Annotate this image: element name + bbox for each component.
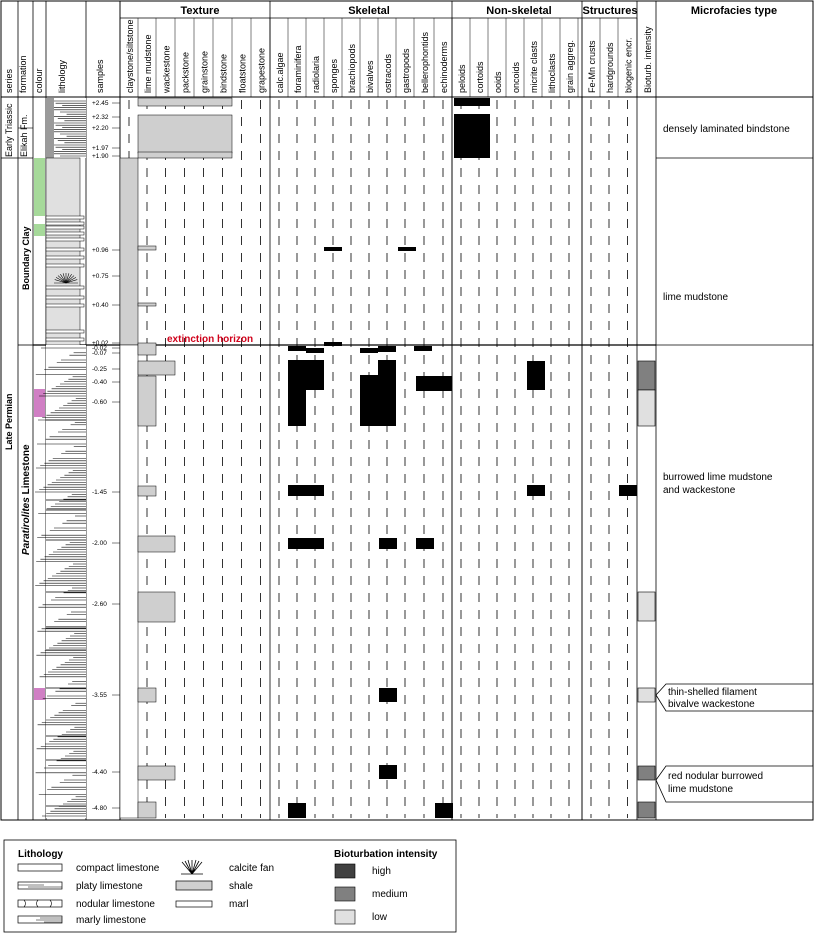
- texture-header-3: packstone: [181, 52, 191, 93]
- skeletal-header-8: bellerophontids: [420, 31, 430, 93]
- structure-header-0: Fe-Mn crusts: [587, 40, 597, 93]
- legend-marly: marly limestone: [76, 915, 146, 926]
- non-skeletal-header-0: peloids: [457, 64, 467, 93]
- header-formation: formation: [18, 55, 28, 93]
- header-series: series: [4, 68, 14, 93]
- texture-header-1: lime mudstone: [143, 34, 153, 93]
- series-late-permian: Late Permian: [4, 393, 14, 450]
- legend-bio-title: Bioturbation intensity: [334, 849, 438, 860]
- sample-label: +0.40: [92, 302, 109, 309]
- legend: Lithology compact limestone platy limest…: [3, 839, 457, 933]
- sample-label: +1.97: [92, 145, 109, 152]
- non-skeletal-header-1: cortoids: [475, 61, 485, 93]
- texture-bars: [119, 97, 233, 819]
- legend-fan: calcite fan: [229, 863, 274, 874]
- sample-label: +0.96: [92, 247, 109, 254]
- sample-label: -0.25: [92, 366, 107, 373]
- sample-label: +2.20: [92, 125, 109, 132]
- legend-bio-high: high: [372, 866, 391, 877]
- sample-label: -2.00: [92, 540, 107, 547]
- header-skeletal: Skeletal: [348, 5, 390, 17]
- legend-compact: compact limestone: [76, 863, 160, 874]
- header-colour: colour: [34, 68, 44, 93]
- texture-header-2: wackestone: [162, 45, 172, 94]
- texture-header-5: bindstone: [219, 54, 229, 93]
- structure-header-1: hardgrounds: [605, 42, 615, 93]
- component-occurrences: [288, 98, 637, 818]
- legend-marl: marl: [229, 899, 248, 910]
- sample-label: +0.75: [92, 273, 109, 280]
- header-samples: samples: [95, 59, 105, 93]
- legend-shale: shale: [229, 881, 253, 892]
- non-skeletal-header-3: oncoids: [511, 61, 521, 93]
- texture-header-7: grapestone: [257, 48, 267, 93]
- sample-label: +1.90: [92, 153, 109, 160]
- formation-boundary-clay: Boundary Clay: [21, 226, 31, 290]
- sample-label: -1.45: [92, 489, 107, 496]
- microfacies-column: densely laminated bindstone lime mudston…: [655, 124, 814, 803]
- skeletal-header-1: foraminifera: [293, 45, 303, 93]
- microfacies-burrowed-1: burrowed lime mudstone: [663, 472, 773, 483]
- column-grid: [128, 97, 628, 820]
- microfacies-filament-1: thin-shelled filament: [668, 687, 757, 698]
- formation-paratirolites: Paratirolites Limestone: [21, 444, 32, 555]
- sample-label: +2.45: [92, 100, 109, 107]
- skeletal-header-4: brachiopods: [347, 43, 357, 93]
- colour-column: [34, 98, 45, 700]
- series-early-triassic: Early Triassic: [4, 103, 14, 157]
- legend-nodular: nodular limestone: [76, 899, 155, 910]
- non-skeletal-header-2: ooids: [493, 71, 503, 93]
- skeletal-header-2: radiolaria: [311, 56, 321, 93]
- header-bioturbation: Bioturb. intensity: [643, 26, 653, 93]
- section-body: Early Triassic Late Permian Elikah Fm. B…: [0, 1, 814, 821]
- sample-label: -4.40: [92, 769, 107, 776]
- skeletal-header-3: sponges: [329, 58, 339, 93]
- header-structures: Structures: [582, 5, 637, 17]
- microfacies-nodular-1: red nodular burrowed: [668, 771, 763, 782]
- sample-label: +2.32: [92, 114, 109, 121]
- skeletal-header-9: echinoderms: [439, 41, 449, 93]
- microfacies-nodular-2: lime mudstone: [668, 784, 733, 795]
- legend-platy: platy limestone: [76, 881, 143, 892]
- legend-bio-low: low: [372, 912, 388, 923]
- header-microfacies: Microfacies type: [691, 5, 777, 17]
- texture-header-6: floatstone: [238, 54, 248, 93]
- structure-header-2: biogenic encr.: [624, 37, 634, 93]
- formation-elikah: Elikah Fm.: [19, 114, 29, 157]
- sample-label: -0.02: [92, 345, 107, 352]
- legend-lithology-title: Lithology: [18, 849, 63, 860]
- sample-label: -4.80: [92, 805, 107, 812]
- microfacies-bindstone: densely laminated bindstone: [663, 124, 790, 135]
- extinction-horizon-label: extinction horizon: [167, 334, 253, 345]
- skeletal-header-7: gastropods: [401, 48, 411, 93]
- texture-header-0: claystone/siltstone: [125, 19, 135, 93]
- sample-label: +0.02: [92, 340, 109, 347]
- microfacies-lime-mudstone: lime mudstone: [663, 292, 728, 303]
- header-non-skeletal: Non-skeletal: [486, 5, 551, 17]
- skeletal-header-0: calc.algae: [275, 52, 285, 93]
- skeletal-header-5: bivalves: [365, 60, 375, 93]
- sample-label: -0.40: [92, 379, 107, 386]
- header-lithology: lithology: [57, 59, 67, 93]
- non-skeletal-header-5: lithoclasts: [547, 53, 557, 93]
- lithology-column: [35, 98, 86, 818]
- samples-column: +2.45 +2.32 +2.20 +1.97+1.90 +0.96 +0.75 +0.40…: [92, 100, 120, 812]
- bioturbation-column: [637, 360, 656, 819]
- non-skeletal-header-6: grain aggreg.: [565, 40, 575, 93]
- header-texture: Texture: [181, 5, 220, 17]
- sample-label: -0.60: [92, 399, 107, 406]
- texture-header-4: grainstone: [200, 51, 210, 93]
- sample-label: -3.55: [92, 692, 107, 699]
- microfacies-filament-2: bivalve wackestone: [668, 699, 755, 710]
- non-skeletal-header-4: micrite clasts: [529, 40, 539, 93]
- sample-label: -0.07: [92, 350, 107, 357]
- microfacies-burrowed-2: and wackestone: [663, 485, 736, 496]
- skeletal-header-6: ostracods: [383, 53, 393, 93]
- sample-label: -2.60: [92, 601, 107, 608]
- legend-bio-medium: medium: [372, 889, 408, 900]
- calcite-fan-icon: [181, 859, 203, 875]
